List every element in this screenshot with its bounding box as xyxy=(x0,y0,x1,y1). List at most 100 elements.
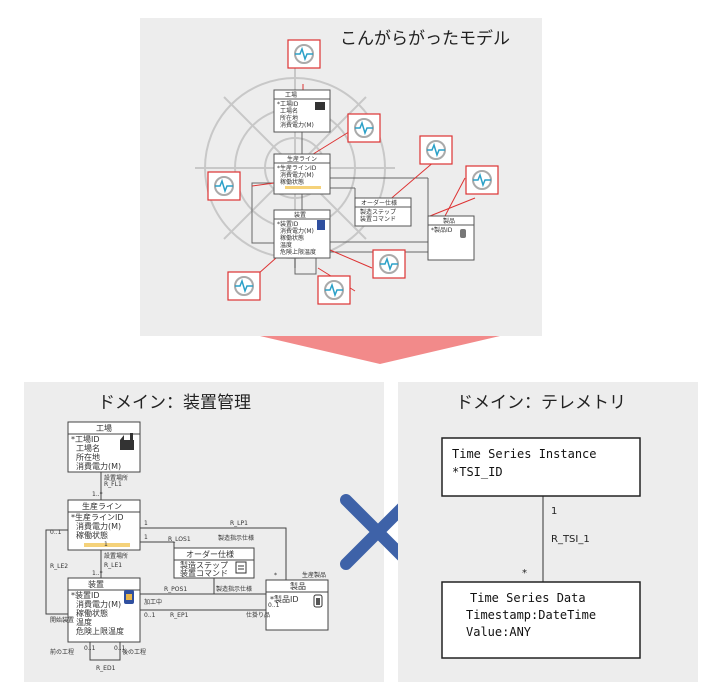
svg-text:Timestamp:DateTime: Timestamp:DateTime xyxy=(466,608,596,622)
svg-text:稼働状態: 稼働状態 xyxy=(280,234,304,242)
device-relations xyxy=(45,472,287,661)
svg-text:装置コマンド: 装置コマンド xyxy=(180,568,228,578)
svg-text:生産製品: 生産製品 xyxy=(302,571,326,579)
svg-text:仕掛り品: 仕掛り品 xyxy=(246,611,270,619)
device-management-diagram: 工場 *工場ID 工場名 所在地 消費電力(M) 生産ライン *生産ラインID … xyxy=(45,421,329,672)
top-product-class: 製品 *製品ID xyxy=(427,215,475,261)
factory-icon xyxy=(120,433,134,450)
svg-text:工場: 工場 xyxy=(285,91,297,99)
tangled-model-title: こんがらがったモデル xyxy=(340,29,510,49)
svg-text:Time Series Instance: Time Series Instance xyxy=(452,447,597,461)
svg-text:開始装置: 開始装置 xyxy=(50,616,74,624)
svg-text:生産ライン: 生産ライン xyxy=(287,155,317,163)
svg-text:1: 1 xyxy=(144,520,148,527)
svg-text:装置コマンド: 装置コマンド xyxy=(360,215,396,223)
svg-text:R_POS1: R_POS1 xyxy=(164,586,187,593)
svg-text:消費電力(M): 消費電力(M) xyxy=(280,227,314,235)
svg-text:消費電力(M): 消費電力(M) xyxy=(76,599,121,609)
svg-text:0..1: 0..1 xyxy=(84,645,96,652)
svg-text:設置場所: 設置場所 xyxy=(104,474,128,482)
telemetry-icons xyxy=(207,39,499,305)
tsi-relation-labels: 1 R_TSI_1 * xyxy=(522,506,590,579)
svg-text:生産ライン: 生産ライン xyxy=(82,501,122,511)
svg-text:R_TSI_1: R_TSI_1 xyxy=(551,534,590,545)
svg-text:*製品ID: *製品ID xyxy=(431,226,453,234)
svg-text:製品: 製品 xyxy=(290,581,306,591)
svg-text:*工場ID: *工場ID xyxy=(71,434,100,444)
svg-text:工場: 工場 xyxy=(96,423,112,433)
device-management-title: ドメイン：装置管理 xyxy=(98,393,251,413)
svg-text:Value:ANY: Value:ANY xyxy=(466,625,532,639)
top-factory-class: 工場 *工場ID 工場名 所在地 消費電力(M) xyxy=(273,89,331,133)
svg-text:*生産ラインID: *生産ラインID xyxy=(277,164,317,172)
svg-text:0..1: 0..1 xyxy=(268,602,280,609)
svg-text:危険上限温度: 危険上限温度 xyxy=(280,248,316,256)
telemetry-pulse-icon xyxy=(207,171,241,201)
svg-text:危険上限温度: 危険上限温度 xyxy=(76,626,124,636)
svg-text:消費電力(M): 消費電力(M) xyxy=(76,521,121,531)
top-line-class: 生産ライン *生産ラインID 消費電力(M) 稼働状態 xyxy=(273,153,331,195)
svg-text:消費電力(M): 消費電力(M) xyxy=(280,171,314,179)
telemetry-pulse-icon xyxy=(317,275,351,305)
product-class: 製品 *製品ID xyxy=(265,579,329,631)
time-series-instance-class: Time Series Instance *TSI_ID xyxy=(441,437,641,497)
svg-text:R_LE1: R_LE1 xyxy=(104,562,122,569)
svg-text:0..1: 0..1 xyxy=(114,645,126,652)
top-order-class: オーダー仕様 製造ステップ 装置コマンド xyxy=(354,197,412,227)
svg-text:稼働状態: 稼働状態 xyxy=(280,178,304,186)
svg-text:*工場ID: *工場ID xyxy=(277,100,299,108)
svg-text:稼働状態: 稼働状態 xyxy=(76,530,108,540)
svg-text:オーダー仕様: オーダー仕様 xyxy=(361,199,397,207)
svg-text:温度: 温度 xyxy=(76,617,92,627)
svg-text:*生産ラインID: *生産ラインID xyxy=(71,512,124,522)
device-icon xyxy=(124,590,134,604)
svg-text:後の工程: 後の工程 xyxy=(122,648,146,656)
factory-class: 工場 *工場ID 工場名 所在地 消費電力(M) xyxy=(67,421,141,473)
svg-text:Time Series Data: Time Series Data xyxy=(470,591,586,605)
svg-text:稼働状態: 稼働状態 xyxy=(76,608,108,618)
svg-text:R_LOS1: R_LOS1 xyxy=(168,536,191,543)
svg-text:*TSI_ID: *TSI_ID xyxy=(452,465,503,479)
svg-text:製品: 製品 xyxy=(443,217,455,225)
production-line-class: 生産ライン *生産ラインID 消費電力(M) 稼働状態 xyxy=(67,499,141,551)
conveyor-icon xyxy=(84,543,130,547)
product-icon xyxy=(313,594,323,608)
svg-text:製造指示仕様: 製造指示仕様 xyxy=(218,534,254,542)
svg-text:1: 1 xyxy=(144,534,148,541)
svg-text:所在地: 所在地 xyxy=(76,452,100,462)
svg-text:R_LP1: R_LP1 xyxy=(230,520,248,527)
document-icon xyxy=(235,561,247,574)
telemetry-pulse-icon xyxy=(227,271,261,301)
svg-text:工場名: 工場名 xyxy=(76,443,100,453)
telemetry-title: ドメイン：テレメトリ xyxy=(456,393,626,413)
svg-text:製造ステップ: 製造ステップ xyxy=(360,208,396,216)
svg-text:0..1: 0..1 xyxy=(50,529,62,536)
svg-text:1: 1 xyxy=(551,506,557,517)
svg-text:R_ED1: R_ED1 xyxy=(96,665,116,672)
svg-text:1: 1 xyxy=(104,541,108,548)
tangled-model-panel: こんがらがったモデル xyxy=(140,18,542,336)
svg-text:前の工程: 前の工程 xyxy=(50,648,74,656)
relation-labels: 設置場所 R_FL1 1..* 設置場所 R_LE1 1..* 1 0..1 R… xyxy=(50,474,326,672)
svg-text:オーダー仕様: オーダー仕様 xyxy=(186,549,234,559)
svg-text:製造ステップ: 製造ステップ xyxy=(180,560,228,570)
time-series-data-class: Time Series Data Timestamp:DateTime Valu… xyxy=(441,581,641,659)
telemetry-pulse-icon xyxy=(372,249,406,279)
svg-text:R_EP1: R_EP1 xyxy=(170,612,189,619)
tangled-model-diagram: 工場 *工場ID 工場名 所在地 消費電力(M) 生産ライン *生産ラインID … xyxy=(195,39,499,305)
telemetry-pulse-icon xyxy=(465,165,499,195)
svg-text:0..1: 0..1 xyxy=(144,612,156,619)
svg-text:*: * xyxy=(274,572,277,579)
top-device-class: 装置 *装置ID 消費電力(M) 稼働状態 温度 危険上限温度 xyxy=(273,209,331,259)
svg-text:1..*: 1..* xyxy=(92,491,103,498)
svg-text:*: * xyxy=(522,568,527,579)
svg-text:加工中: 加工中 xyxy=(144,598,162,606)
svg-text:*装置ID: *装置ID xyxy=(71,590,100,600)
svg-text:設置場所: 設置場所 xyxy=(104,552,128,560)
svg-text:消費電力(M): 消費電力(M) xyxy=(76,461,121,471)
device-management-domain-panel: ドメイン：装置管理 工場 *工場ID 工場名 所在地 消費電力(M) xyxy=(24,382,384,682)
svg-text:装置: 装置 xyxy=(88,579,104,589)
order-spec-class: オーダー仕様 製造ステップ 装置コマンド xyxy=(173,547,255,579)
down-arrow-icon xyxy=(260,336,500,364)
svg-text:工場名: 工場名 xyxy=(280,107,298,115)
